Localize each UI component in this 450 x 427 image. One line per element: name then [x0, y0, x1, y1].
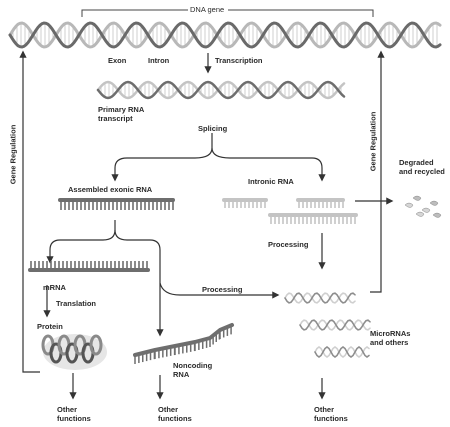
noncoding-rna-label: Noncoding RNA	[173, 361, 213, 379]
exonic-branch-left	[46, 229, 116, 264]
mrna-label: mRNA	[43, 283, 66, 292]
exonic-branch-right	[114, 229, 164, 337]
gene-regulation-right-arrow	[370, 50, 385, 293]
splicing-label: Splicing	[198, 124, 228, 133]
processing-mid-arrow	[159, 282, 280, 299]
intron-label: Intron	[148, 56, 170, 65]
transcription-label: Transcription	[215, 56, 263, 65]
other-functions-protein: Other functions	[57, 405, 91, 423]
primary-rna-strand	[96, 80, 346, 100]
assembled-exonic-rna-label: Assembled exonic RNA	[68, 185, 153, 194]
splicing-branch-right	[211, 147, 326, 182]
intronic-rna-strands	[222, 198, 358, 224]
gene-regulation-left-arrow	[19, 50, 40, 373]
gene-regulation-left-label: Gene Regulation	[8, 124, 18, 185]
flow-arrows	[19, 50, 394, 400]
translation-label: Translation	[56, 299, 97, 308]
exon-label: Exon	[108, 56, 127, 65]
protein-structure-icon	[41, 334, 107, 370]
assembled-exonic-rna-strand	[58, 198, 175, 210]
mrna-strand	[28, 261, 150, 272]
dna-gene-label: DNA gene	[190, 5, 225, 14]
gene-regulation-right-label: Gene Regulation	[368, 111, 378, 172]
protein-label: Protein	[37, 322, 63, 331]
processing-label-mid: Processing	[202, 285, 243, 294]
splicing-branch-left	[111, 147, 213, 182]
intronic-rna-label: Intronic RNA	[248, 177, 294, 186]
degraded-fragments-icon	[404, 195, 442, 218]
primary-rna-label: Primary RNA transcript	[98, 105, 145, 123]
other-functions-microrna: Other functions	[314, 405, 348, 423]
noncoding-rna-strand	[133, 323, 234, 364]
microrna-structures-icon	[284, 292, 371, 358]
other-functions-noncoding: Other functions	[158, 405, 192, 423]
processing-label-right: Processing	[268, 240, 309, 249]
degraded-label: Degraded and recycled	[399, 158, 445, 176]
dna-gene-bracket	[81, 9, 374, 17]
dna-double-helix	[8, 21, 442, 49]
micrornas-label: MicroRNAs and others	[370, 329, 411, 347]
